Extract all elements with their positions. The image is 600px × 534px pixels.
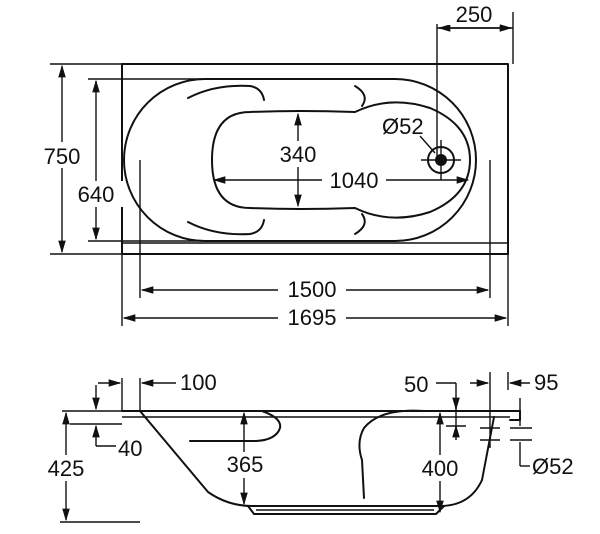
tub-outer-basin (123, 78, 477, 242)
tub-inner-basin (211, 101, 471, 219)
dim-basin-length: 1040 (330, 168, 379, 193)
dim-rim-height: 40 (118, 436, 142, 461)
dim-rim-right-b: 95 (534, 370, 558, 395)
top-view: 250 750 640 340 1040 Ø52 1500 (36, 0, 514, 331)
dim-drain-depth: 400 (422, 456, 459, 481)
dim-drain-diameter: Ø52 (382, 114, 424, 139)
dim-overflow-diameter: Ø52 (532, 454, 574, 479)
dim-inner-width: 640 (78, 182, 115, 207)
dim-drain-offset: 250 (456, 2, 493, 27)
dim-overall-height: 425 (48, 456, 85, 481)
dim-overall-width: 750 (44, 144, 81, 169)
dim-rim-right-a: 50 (404, 372, 428, 397)
dim-basin-width: 340 (280, 142, 317, 167)
dim-overall-length: 1695 (288, 305, 337, 330)
tub-outer-rim (121, 63, 509, 255)
tub-side-shell (139, 410, 495, 507)
dim-inner-length: 1500 (288, 277, 337, 302)
dim-rim-left: 100 (180, 370, 217, 395)
side-view: 100 40 425 365 400 50 95 (38, 370, 574, 523)
dim-basin-depth: 365 (227, 452, 264, 477)
